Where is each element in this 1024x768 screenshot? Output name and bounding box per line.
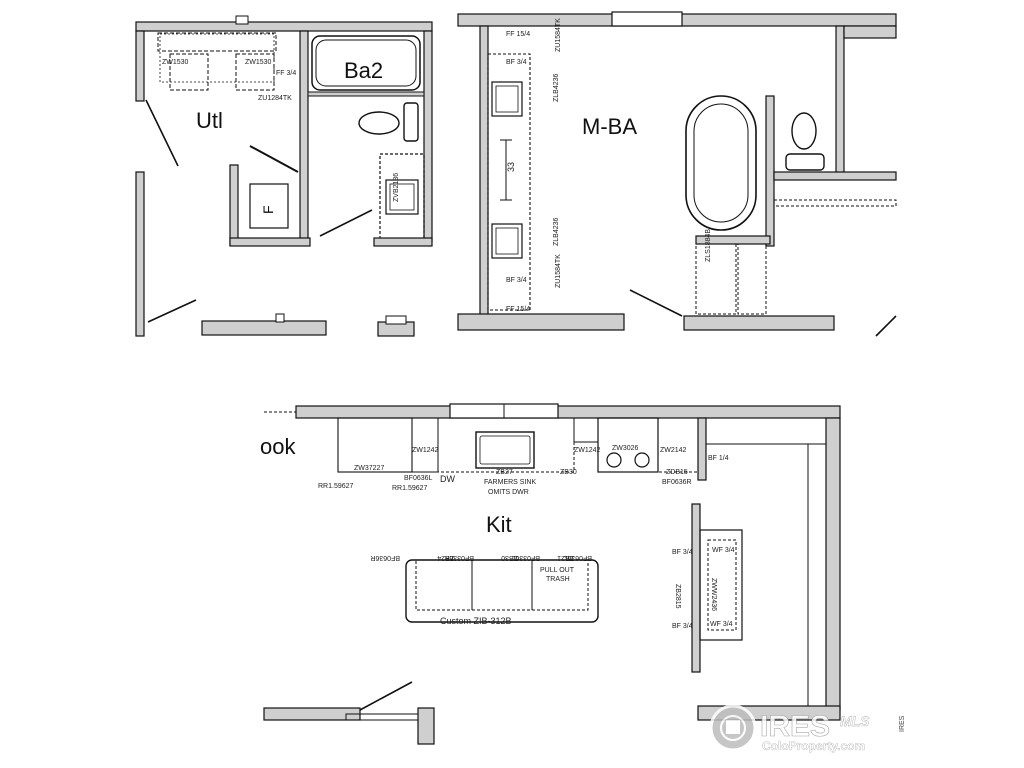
- kit-rr-left: RR1.59627: [318, 483, 354, 490]
- mba-ff-bottom: FF 15/4: [506, 306, 530, 313]
- watermark-brand: IRES: [760, 710, 830, 743]
- utility-washer-left-label: ZW1530: [162, 59, 189, 66]
- kit-pantry-base: ZB2815: [674, 584, 681, 609]
- kit-rr-right: RR1.59627: [392, 485, 428, 492]
- kit-bf0636l: BF0636L: [404, 475, 433, 482]
- watermark-mls: MLS: [840, 713, 870, 729]
- kit-island-cabinet-label: BF0336R: [444, 554, 474, 561]
- utility-room-label: Utl: [196, 108, 223, 133]
- kit-zw3026: ZW3026: [612, 445, 639, 452]
- utility-room: [135, 15, 433, 337]
- bath2-room: [307, 30, 433, 247]
- kit-zw242: ZW1242: [412, 447, 439, 454]
- mba-upper-top: ZU1584TK: [555, 18, 562, 52]
- master-bath-dimension: 33: [506, 162, 516, 172]
- kit-zb30: ZB30: [560, 469, 577, 476]
- kitchen-room: [263, 403, 841, 745]
- kit-island-cabinet-label: ZB21: [557, 554, 574, 561]
- mba-bf-top: BF 3/4: [506, 59, 527, 66]
- kit-zb27: ZB27: [496, 469, 513, 476]
- kit-bf0636r: BF0636R: [662, 479, 692, 486]
- kit-pantry-wf-top: WF 3/4: [712, 547, 735, 554]
- nook-room-label: ook: [260, 434, 296, 459]
- kit-island-cabinet-label: BF0636R: [370, 554, 400, 561]
- kit-bf14: BF 1/4: [708, 455, 729, 462]
- bath2-room-label: Ba2: [344, 58, 383, 83]
- ires-watermark: IRES MLS ColoProperty.com IRES: [709, 704, 906, 753]
- kit-omits-dwr: OMITS DWR: [488, 489, 529, 496]
- utility-filler-label: FF 3/4: [276, 70, 296, 77]
- utility-upper-label: ZU1284TK: [258, 95, 292, 102]
- kit-island-cabinet-labels: BF0636R ZB24 BF0336R ZB30 BF0336L ZB21 B…: [370, 554, 592, 561]
- kit-pantry-ww: ZWW2436: [710, 578, 717, 611]
- kit-trash: TRASH: [546, 576, 570, 583]
- kit-dw: DW: [440, 474, 455, 484]
- watermark-side: IRES: [899, 715, 906, 732]
- kitchen-room-label: Kit: [486, 512, 512, 537]
- mba-upper-bottom: ZU1584TK: [555, 254, 562, 288]
- kit-zw3727: ZW37227: [354, 465, 384, 472]
- kit-island-cabinet-label: ZB24: [437, 554, 454, 561]
- kit-zw1242: ZW1242: [574, 447, 601, 454]
- kit-island-label: Custom ZIB-312B: [440, 616, 512, 626]
- mba-base-top: ZLB4236: [553, 73, 560, 102]
- master-bath-room: [457, 11, 897, 337]
- kit-pull-out: PULL OUT: [540, 567, 575, 574]
- mba-bf-bottom: BF 3/4: [506, 277, 527, 284]
- furnace-label: F: [260, 205, 276, 214]
- mba-ff-top: FF 15/4: [506, 31, 530, 38]
- kit-zw2142: ZW2142: [660, 447, 687, 454]
- master-bath-room-label: M-BA: [582, 114, 637, 139]
- kit-farmers-sink: FARMERS SINK: [484, 479, 536, 486]
- kit-pantry-bf-bottom: BF 3/4: [672, 623, 693, 630]
- kit-pantry-wf-bottom: WF 3/4: [710, 621, 733, 628]
- kit-island-cabinet-label: ZB30: [501, 554, 518, 561]
- mba-base-bottom: ZLB4236: [553, 217, 560, 246]
- watermark-url: ColoProperty.com: [762, 739, 865, 753]
- kit-pantry-bf-top: BF 3/4: [672, 549, 693, 556]
- mba-linen-label: ZLS1884B: [705, 229, 712, 262]
- kit-island-cabinet-label: BF0336L: [511, 554, 540, 561]
- kit-island-cabinet-label: BF0636L: [563, 554, 592, 561]
- bath2-vanity-label: ZVB2136: [393, 173, 400, 202]
- kit-zdb15: ZDB15: [666, 469, 688, 476]
- utility-washer-right-label: ZW1530: [245, 59, 272, 66]
